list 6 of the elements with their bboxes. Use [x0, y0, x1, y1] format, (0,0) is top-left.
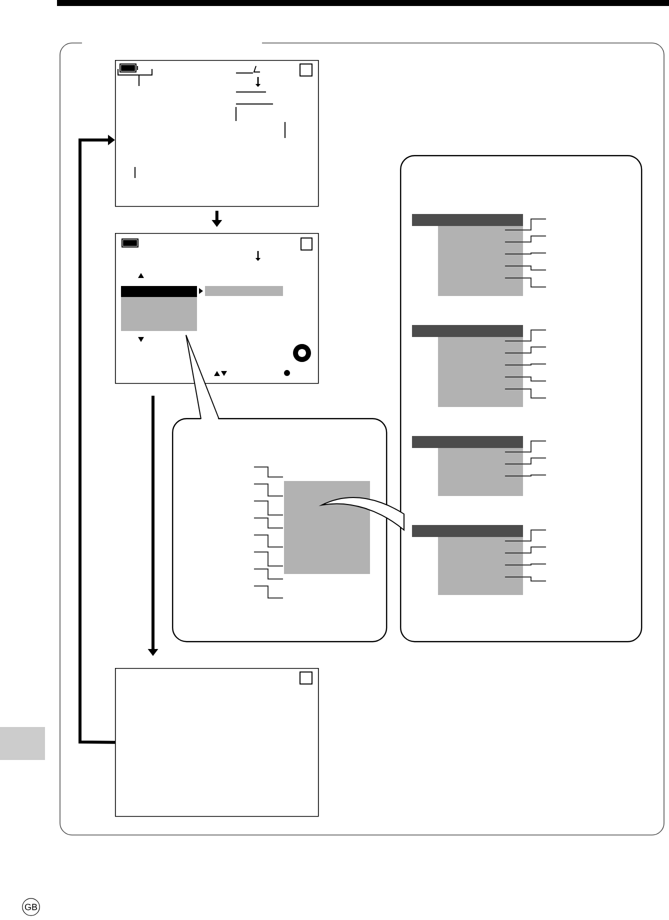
arrow	[78, 134, 116, 744]
menu-panel	[400, 155, 642, 642]
lcd-screen	[115, 60, 319, 207]
callout-panel	[172, 418, 388, 642]
lcd-screen	[115, 668, 319, 817]
region-badge: GB	[22, 898, 40, 916]
